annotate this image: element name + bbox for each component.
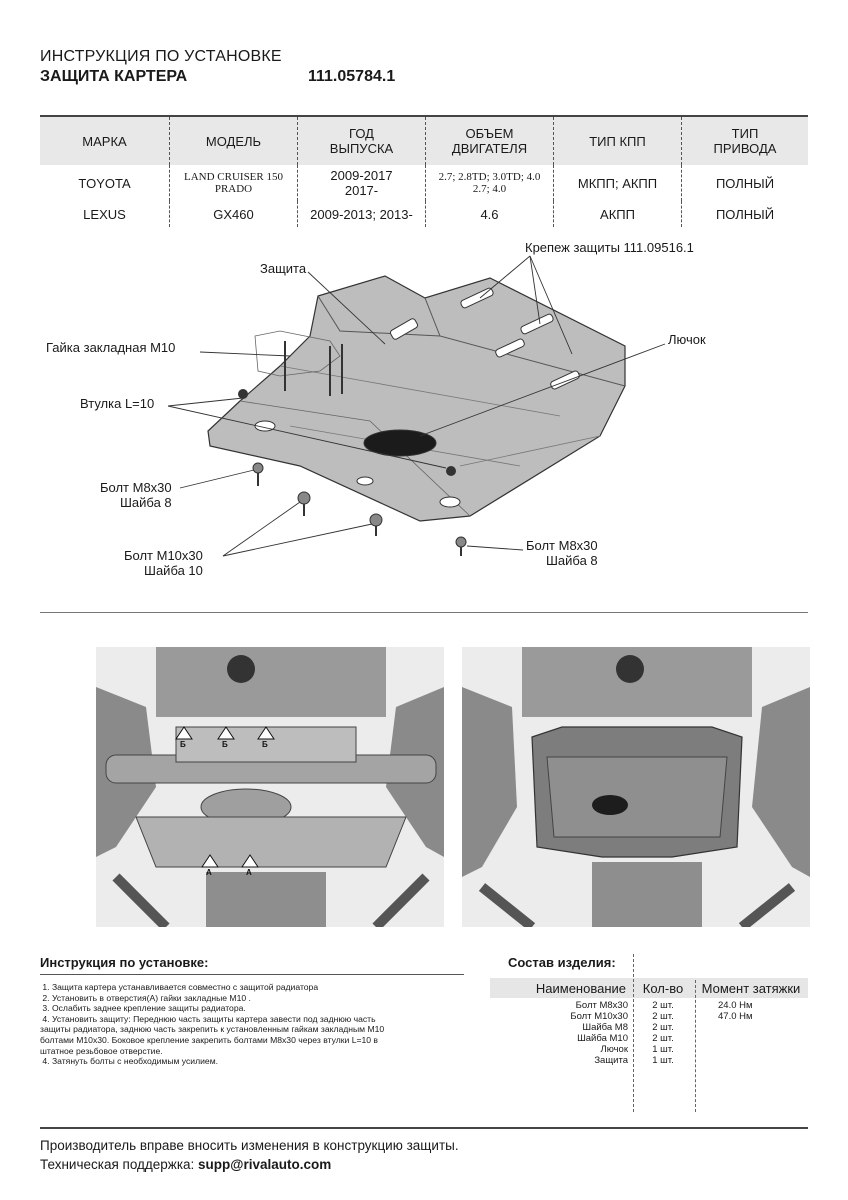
- nut-part: [446, 466, 456, 476]
- hatch-shape: [363, 429, 437, 457]
- product-code: 111.05784.1: [308, 68, 396, 85]
- composition-title: Состав изделия:: [508, 955, 616, 970]
- divider: [40, 612, 808, 613]
- cell-engine: 4.6: [426, 201, 554, 227]
- cell-drive: ПОЛНЫЙ: [715, 206, 775, 222]
- label-sleeve: Втулка L=10: [80, 396, 155, 411]
- label-fasteners: Крепеж защиты 111.09516.1: [525, 240, 694, 255]
- instructions-rule: [40, 974, 464, 975]
- header-qty: Кол-во: [642, 980, 684, 996]
- list-item: штатное резьбовое отверстие.: [40, 1045, 163, 1056]
- table-row: LEXUS GX460 2009-2013; 2013- 4.6 АКПП ПО…: [40, 201, 808, 227]
- cell-gearbox: МКПП; АКПП: [554, 165, 682, 201]
- cell-model: GX460: [170, 201, 298, 227]
- cell-brand: LEXUS: [40, 201, 170, 227]
- divider: [40, 1127, 808, 1129]
- bolt-part: [252, 462, 264, 486]
- bolt-part: [297, 491, 311, 516]
- marker-a: А: [206, 868, 212, 877]
- hatch-shape: [592, 795, 628, 815]
- marker-b: Б: [262, 740, 268, 749]
- marker-b: Б: [180, 740, 186, 749]
- divider: [695, 980, 696, 1112]
- marker-b: Б: [222, 740, 228, 749]
- cell-brand: TOYOTA: [40, 165, 170, 201]
- instructions-list: 1. Защита картера устанавливается совмес…: [40, 982, 470, 1067]
- label-bolt-m8-left: Болт М8х30 Шайба 8: [100, 480, 172, 510]
- cell-drive: ПОЛНЫЙ: [715, 175, 775, 191]
- label-bolt-m8-right: Болт М8х30 Шайба 8: [526, 538, 598, 568]
- bolt-part: [369, 513, 383, 536]
- list-item: болтами М10х30. Боковое крепление закреп…: [40, 1034, 379, 1045]
- footer-support: Техническая поддержка: supp@rivalauto.co…: [40, 1157, 331, 1172]
- instructions-title: Инструкция по установке:: [40, 955, 209, 970]
- list-item: 1. Защита картера устанавливается совмес…: [40, 982, 319, 992]
- header-gearbox: ТИП КПП: [554, 117, 682, 165]
- support-email[interactable]: supp@rivalauto.com: [198, 1157, 332, 1172]
- list-item: 2. Установить в отверстия(А) гайки закла…: [40, 992, 251, 1003]
- list-item: 4. Установить защиту: Переднюю часть защ…: [40, 1013, 376, 1024]
- list-item: 4. Затянуть болты с необходимым усилием.: [40, 1056, 218, 1067]
- underbody-after-drawing: [462, 647, 810, 927]
- list-item: 3. Ослабить заднее крепление защиты ради…: [40, 1003, 246, 1014]
- label-hatch: Лючок: [668, 332, 706, 347]
- header-name: Наименование: [535, 980, 626, 996]
- photo-before-install: Б Б Б А А: [96, 647, 444, 927]
- product-name: ЗАЩИТА КАРТЕРА: [40, 68, 188, 85]
- exploded-diagram: Защита Крепеж защиты 111.09516.1 Лючок Г…: [40, 236, 808, 596]
- label-nut: Гайка закладная М10: [46, 340, 176, 355]
- underbody-before-drawing: Б Б Б А А: [96, 647, 444, 927]
- header-model: МОДЕЛЬ: [170, 117, 298, 165]
- skid-plate-drawing: [167, 255, 666, 557]
- skid-plate-shape: [207, 275, 626, 522]
- footer-disclaimer: Производитель вправе вносить изменения в…: [40, 1138, 459, 1153]
- cell-gearbox: АКПП: [554, 201, 682, 227]
- sleeve-part: [238, 389, 248, 399]
- divider: [633, 954, 634, 1112]
- support-label: Техническая поддержка:: [40, 1157, 199, 1172]
- marker-a: А: [246, 868, 252, 877]
- document-title: ИНСТРУКЦИЯ ПО УСТАНОВКЕ: [40, 48, 282, 65]
- header-brand: МАРКА: [40, 117, 170, 165]
- label-shield: Защита: [260, 261, 307, 276]
- cell-year: 2009-2013; 2013-: [298, 201, 426, 227]
- header-torque: Момент затяжки: [701, 980, 801, 996]
- composition-header: Наименование Кол-во Момент затяжки: [490, 978, 808, 998]
- photo-after-install: [462, 647, 810, 927]
- label-bolt-m10: Болт М10х30 Шайба 10: [124, 548, 203, 578]
- list-item: защиты радиатора, заднюю часть закрепить…: [40, 1024, 385, 1035]
- bolt-part: [455, 536, 467, 556]
